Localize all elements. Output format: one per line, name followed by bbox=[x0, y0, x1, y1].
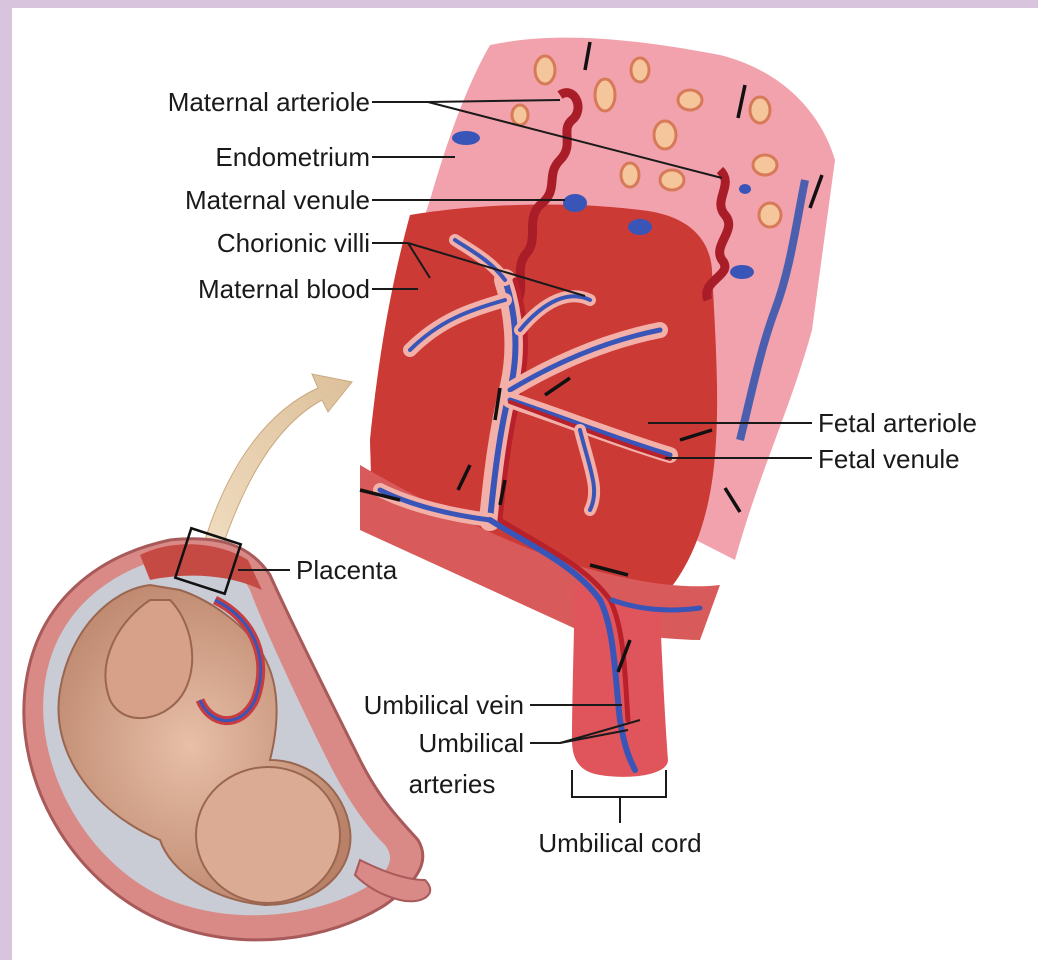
label-chorionic-villi: Chorionic villi bbox=[217, 228, 370, 258]
fetus-head bbox=[196, 767, 340, 903]
placenta-enlargement bbox=[360, 38, 835, 777]
label-maternal-arteriole: Maternal arteriole bbox=[168, 87, 370, 117]
label-maternal-venule: Maternal venule bbox=[185, 185, 370, 215]
label-maternal-blood: Maternal blood bbox=[198, 274, 370, 304]
label-placenta: Placenta bbox=[296, 555, 398, 585]
label-fetal-arteriole: Fetal arteriole bbox=[818, 408, 977, 438]
label-umbilical-arteries-2: arteries bbox=[409, 769, 496, 799]
label-fetal-venule: Fetal venule bbox=[818, 444, 960, 474]
label-endometrium: Endometrium bbox=[215, 142, 370, 172]
label-umbilical-arteries-1: Umbilical bbox=[419, 728, 524, 758]
uterus-with-fetus bbox=[24, 528, 430, 940]
label-umbilical-cord: Umbilical cord bbox=[538, 828, 701, 858]
callout-arrow bbox=[205, 374, 352, 548]
label-umbilical-vein: Umbilical vein bbox=[364, 690, 524, 720]
